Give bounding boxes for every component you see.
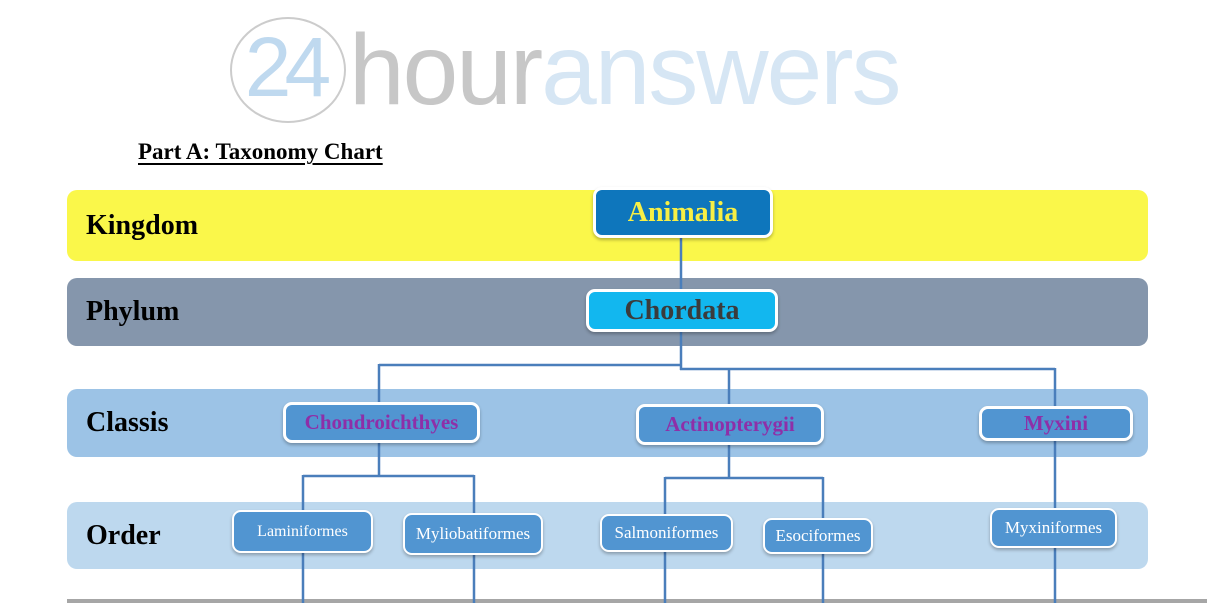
node-myxini: Myxini [979, 406, 1133, 441]
node-animalia: Animalia [593, 187, 773, 238]
next-band-edge [67, 599, 1207, 603]
logo-answers-text: answers [541, 14, 901, 126]
node-myxiniformes: Myxiniformes [990, 508, 1117, 548]
band-classis-label: Classis [86, 407, 169, 438]
logo-24-text: 24 [244, 20, 331, 114]
band-order-label: Order [86, 519, 161, 551]
node-laminiformes: Laminiformes [232, 510, 373, 553]
band-kingdom-label: Kingdom [86, 209, 199, 241]
node-chordata: Chordata [586, 289, 778, 332]
page-title: Part A: Taxonomy Chart [138, 139, 383, 164]
node-salmoniformes: Salmoniformes [600, 514, 733, 552]
node-chondroichthyes: Chondroichthyes [283, 402, 480, 443]
brand-logo: houranswers [349, 20, 902, 120]
node-actinopterygii: Actinopterygii [636, 404, 824, 445]
band-classis: Classis [67, 389, 1148, 457]
band-phylum-label: Phylum [86, 296, 180, 327]
node-esociformes: Esociformes [763, 518, 873, 554]
logo-circle: 24 [230, 17, 346, 123]
node-myliobatiformes: Myliobatiformes [403, 513, 543, 555]
logo-hour-text: hour [349, 14, 543, 126]
